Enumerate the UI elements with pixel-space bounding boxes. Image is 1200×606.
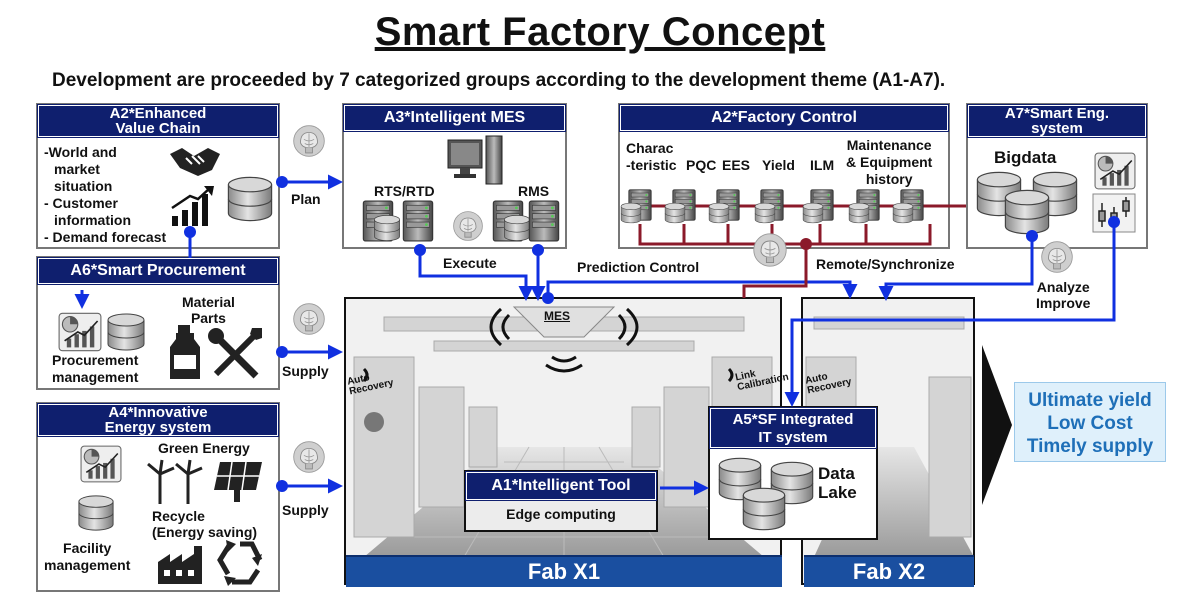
- a1-tool-header: A1*Intelligent Tool: [466, 472, 656, 500]
- bigdata-label: Bigdata: [994, 148, 1057, 167]
- tools-icon: [208, 328, 262, 379]
- yield-label: Yield: [762, 157, 795, 173]
- remote-synchronize-label: Remote/Synchronize: [816, 256, 955, 272]
- factory-building-icon: [158, 546, 202, 584]
- fab-x1-label: Fab X1: [346, 555, 782, 587]
- wind-turbine-icon: [147, 459, 203, 504]
- prediction-control-label: Prediction Control: [577, 259, 700, 275]
- list-item: -World and: [44, 144, 117, 160]
- list-item: information: [54, 212, 131, 228]
- green-energy-label: Green Energy: [158, 440, 250, 456]
- edge-computing-label: Edge computing: [506, 506, 616, 522]
- recycle-icon: [217, 540, 263, 586]
- fab-x2-label: Fab X2: [804, 555, 974, 587]
- recycle-label: Recycle(Energy saving): [152, 508, 258, 540]
- plan-flow-label: Plan: [291, 191, 321, 207]
- rms-label: RMS: [518, 183, 550, 199]
- page-subtitle: Development are proceeded by 7 categoriz…: [52, 70, 946, 91]
- list-item: situation: [54, 178, 113, 194]
- ees-label: EES: [722, 157, 751, 173]
- rts-rtd-label: RTS/RTD: [374, 183, 435, 199]
- pqc-label: PQC: [686, 157, 717, 173]
- list-item: market: [54, 161, 100, 177]
- list-item: - Demand forecast: [44, 229, 167, 245]
- characteristic-label: Charac-teristic: [626, 140, 677, 173]
- page-title: Smart Factory Concept: [374, 10, 826, 54]
- list-item: - Customer: [44, 195, 118, 211]
- mes-floor-label: MES: [544, 309, 571, 323]
- supply-flow-label-2: Supply: [282, 502, 329, 518]
- ilm-label: ILM: [810, 157, 835, 173]
- computer-icon: [447, 135, 503, 185]
- a2-factory-control-header: A2*Factory Control: [620, 105, 948, 131]
- a3-mes-header: A3*Intelligent MES: [344, 105, 565, 131]
- growth-chart-icon: [171, 186, 214, 226]
- handshake-icon: [170, 148, 220, 176]
- execute-flow-label: Execute: [443, 255, 497, 271]
- supply-flow-label-1: Supply: [282, 363, 329, 379]
- solar-panel-icon: [214, 461, 262, 502]
- chemical-bottle-icon: [170, 325, 200, 379]
- a6-procurement-header: A6*Smart Procurement: [38, 258, 278, 284]
- value-chain-list: -World and market situation - Customer i…: [44, 144, 166, 246]
- a7-smart-eng-header: A7*Smart Eng.system: [968, 105, 1146, 137]
